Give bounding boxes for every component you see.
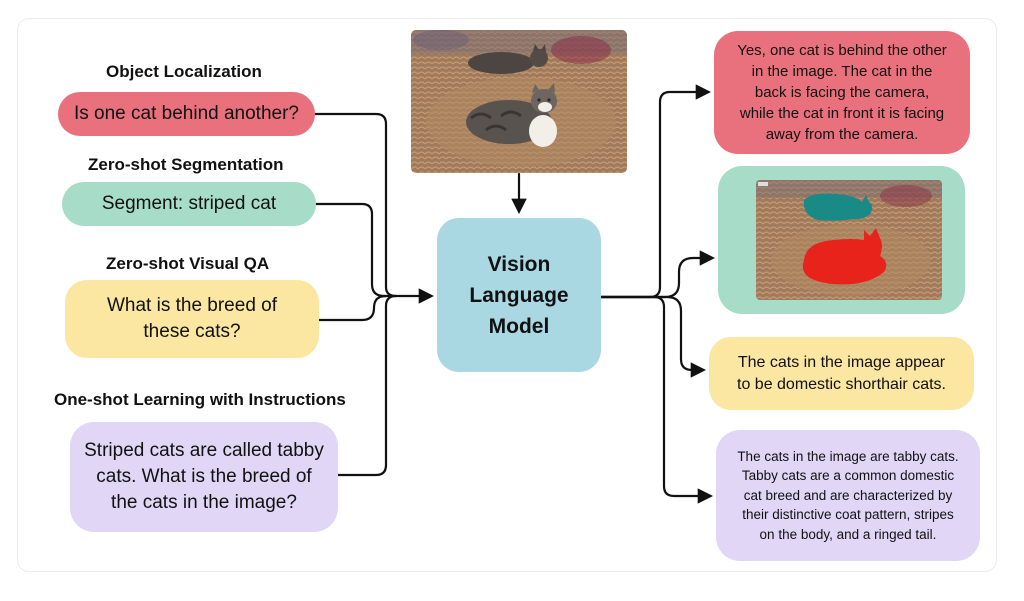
heading-zero-shot-visual-qa: Zero-shot Visual QA	[106, 254, 270, 273]
prompt-line: Segment: striped cat	[101, 193, 277, 214]
prompt-line: Is one cat behind another?	[73, 103, 299, 124]
answer-line: back is facing the camera,	[754, 84, 930, 101]
segmentation-mask-photo	[756, 180, 942, 300]
answer-line: Yes, one cat is behind the other	[737, 42, 947, 59]
arrow-to-one-shot-answer	[599, 295, 714, 504]
answer-line: Tabby cats are a common domestic	[741, 468, 955, 484]
prompt-object-localization: Is one cat behind another?	[58, 92, 315, 136]
vision-language-model: Vision Language Model	[437, 218, 601, 372]
prompt-line: the cats in the image?	[111, 492, 297, 513]
prompt-line: What is the breed of	[106, 295, 278, 316]
answer-object-localization: Yes, one cat is behind the other in the …	[714, 31, 970, 154]
answer-visual-qa: The cats in the image appear to be domes…	[709, 337, 974, 410]
answer-line: to be domestic shorthair cats.	[737, 375, 946, 393]
answer-line: their distinctive coat pattern, stripes	[742, 507, 954, 523]
mask-other-cat	[803, 193, 873, 221]
arrow-to-segmentation-result	[599, 250, 716, 299]
connector-segmentation	[314, 202, 386, 298]
answer-one-shot-learning: The cats in the image are tabby cats. Ta…	[716, 430, 980, 561]
model-label-line: Model	[488, 314, 550, 338]
answer-line: on the body, and a ringed tail.	[759, 526, 937, 542]
prompt-line: these cats?	[143, 321, 241, 342]
prompt-line: Striped cats are called tabby	[84, 440, 324, 461]
connector-one-shot	[336, 294, 398, 477]
answer-line: away from the camera.	[765, 126, 919, 143]
model-label-line: Vision	[487, 252, 551, 276]
heading-zero-shot-segmentation: Zero-shot Segmentation	[88, 155, 284, 174]
answer-line: while the cat in front it is facing	[739, 105, 945, 122]
prompt-zero-shot-visual-qa: What is the breed of these cats?	[65, 280, 319, 358]
prompt-line: cats. What is the breed of	[96, 466, 312, 487]
answer-line: in the image. The cat in the	[751, 63, 933, 80]
arrow-to-visual-qa-answer	[599, 295, 707, 378]
heading-one-shot-learning: One-shot Learning with Instructions	[54, 390, 346, 409]
heading-object-localization: Object Localization	[106, 62, 262, 81]
mask-striped-cat	[802, 228, 887, 285]
prompt-one-shot-learning: Striped cats are called tabby cats. What…	[70, 422, 338, 532]
connector-visual-qa	[317, 294, 388, 322]
prompt-zero-shot-segmentation: Segment: striped cat	[62, 182, 316, 226]
answer-line: The cats in the image are tabby cats.	[737, 448, 959, 464]
answer-line: The cats in the image appear	[737, 353, 946, 371]
answer-line: cat breed and are characterized by	[743, 487, 953, 503]
input-cat-photo	[411, 30, 627, 173]
model-label-line: Language	[469, 283, 569, 307]
